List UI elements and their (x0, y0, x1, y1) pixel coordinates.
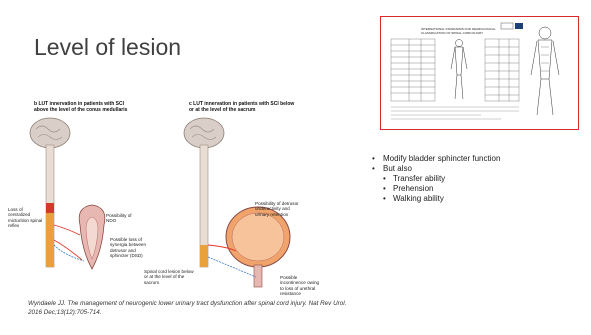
panel-c-lesion-zone (200, 245, 208, 267)
figure-citation: Wyndaele JJ. The management of neurogeni… (28, 299, 348, 317)
panel-c-label-3: Possible incontinence owing to loss of u… (280, 275, 322, 297)
panel-c-label-2: Spinal cord lesion below or at the level… (144, 269, 194, 285)
anatomy-illustration (0, 95, 360, 295)
form-illustration (381, 17, 578, 129)
panel-c-label-1: Possibility of detrusor underactivity an… (255, 201, 303, 217)
sub-bullet-item: Transfer ability (371, 174, 500, 184)
slide-title: Level of lesion (34, 34, 181, 61)
panel-b-label-3: Possible loss of synergia between detrus… (110, 237, 148, 259)
asia-form-image: INTERNATIONAL STANDARDS FOR NEUROLOGICAL… (380, 16, 579, 130)
bullet-list: Modify bladder sphincter function But al… (371, 154, 500, 204)
panel-b-label-2: Possibility of NDO (106, 213, 142, 224)
panel-b-label-1: Loss of centralized micturition spinal r… (8, 207, 44, 229)
panel-b-bladder (79, 205, 105, 269)
bullet-item: Modify bladder sphincter function (371, 154, 500, 164)
sub-bullet-item: Prehension (371, 184, 500, 194)
panel-c-brain (184, 118, 224, 148)
panel-b-brain (30, 118, 70, 148)
bullet-item: But also (371, 164, 500, 174)
lut-innervation-figure: b LUT innervation in patients with SCI a… (0, 95, 360, 295)
sub-bullet-item: Walking ability (371, 194, 500, 204)
